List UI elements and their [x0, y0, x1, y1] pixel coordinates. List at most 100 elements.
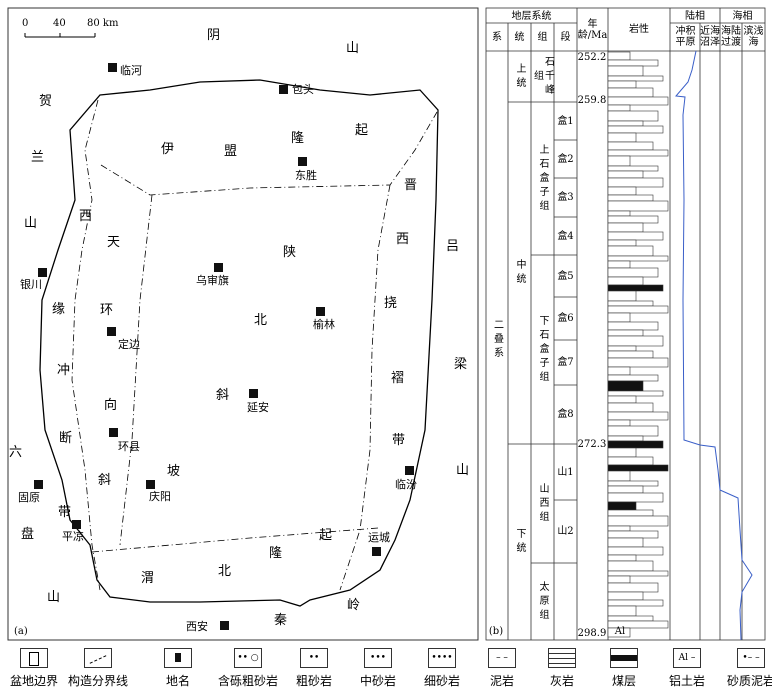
header-system: 系 [492, 31, 502, 43]
region-label-xi1: 西 [396, 232, 410, 247]
place-label: 临汾 [395, 478, 417, 491]
region-label-shan4: 山 [47, 590, 61, 605]
system-permian: 二叠系 [491, 319, 503, 361]
place-label: 庆阳 [149, 490, 171, 503]
region-label-qi2: 起 [319, 528, 333, 543]
header-lithology: 岩性 [629, 23, 649, 35]
lithology-bed [607, 492, 664, 503]
lithology-bed [607, 357, 669, 368]
coal-bed [607, 501, 637, 511]
header-land-facies: 陆相 [685, 10, 705, 22]
member-label: 盒8 [557, 409, 574, 420]
lithology-bed [607, 200, 669, 212]
legend-label: 细砂岩 [423, 674, 460, 688]
structural-boundaries [71, 99, 438, 591]
lithology-bed [607, 345, 637, 352]
member-label: 盒6 [557, 313, 574, 324]
region-label-duan: 断 [59, 431, 73, 446]
lithology-bed [607, 419, 631, 427]
legend-symbol-icon [610, 648, 638, 668]
age-label: 259.8 [577, 94, 607, 106]
member-label: 山1 [557, 466, 574, 478]
region-label-jin: 晋 [404, 178, 418, 193]
region-label-huan: 环 [100, 303, 114, 318]
region-label-he: 贺 [39, 94, 53, 109]
region-label-shan1: 山 [346, 41, 360, 56]
lithology-bed [607, 165, 659, 172]
formation-label: 山西组 [537, 482, 548, 525]
lithology-bed [607, 312, 631, 323]
legend-symbol-icon [20, 648, 48, 668]
lithology-bed [607, 335, 664, 347]
coal-bed [607, 464, 669, 472]
lithology-bed [607, 435, 644, 442]
lithology-bed [607, 425, 659, 437]
legend-item: •••• 细砂岩 [410, 648, 474, 689]
region-label-lan: 兰 [31, 150, 45, 165]
place-label: 银川 [20, 278, 42, 291]
place-marker-icon [372, 547, 381, 556]
lithology-bed [607, 276, 644, 286]
place-marker-icon [316, 307, 325, 316]
place-marker-icon [249, 389, 258, 398]
lithology-bed [607, 260, 631, 269]
header-sea-facies: 海相 [732, 10, 753, 22]
age-label: 272.3 [577, 438, 607, 450]
formation-label: 下石盒子组 [537, 314, 548, 385]
region-label-liang: 梁 [454, 357, 468, 372]
lithology-bed [607, 390, 664, 397]
legend-label: 粗砂岩 [295, 674, 332, 688]
legend-label: 铝土岩 [668, 674, 705, 688]
map-frame [7, 7, 479, 641]
lithology-bed [607, 96, 669, 106]
region-label-yin: 阴 [207, 28, 221, 43]
lithology-bed [607, 177, 664, 188]
region-label-shan2: 山 [24, 216, 38, 231]
legend-symbol-icon: •••• [428, 648, 456, 668]
column-grid [485, 7, 766, 641]
region-label-shan3: 山 [456, 463, 470, 478]
legend-label: 砂质泥岩 [726, 674, 772, 688]
region-label-xiang: 向 [104, 398, 118, 413]
lithology-bed [607, 546, 664, 556]
region-label-yuan: 缘 [52, 302, 66, 317]
place-label: 定边 [118, 338, 140, 351]
lithology-bed [607, 515, 669, 527]
lithology-bed [607, 170, 644, 179]
lithology-bed [607, 530, 659, 539]
panel-label-a: (a) [14, 626, 28, 637]
member-label: 盒2 [557, 153, 574, 165]
place-label: 延安 [247, 401, 269, 414]
member-label: 盒3 [557, 192, 574, 203]
lithology-bed [607, 65, 644, 77]
region-label-xi2: 西 [79, 209, 93, 224]
lithology-bed [607, 350, 654, 359]
region-label-liu: 六 [9, 445, 23, 460]
region-label-yi: 伊 [161, 142, 175, 157]
place-label: 平凉 [62, 530, 84, 543]
lithology-bed [607, 59, 659, 67]
lithology-bed [607, 560, 654, 572]
place-label: 运城 [368, 531, 390, 544]
legend-item: 构造分界线 [66, 648, 130, 689]
lithology-bed [607, 374, 659, 382]
place-label: 乌审旗 [196, 274, 229, 287]
region-label-nao: 挠 [384, 296, 398, 311]
scale-tick: 0 [22, 18, 29, 29]
legend-symbol-icon: Al – [673, 648, 701, 668]
formation-label: 太原组 [537, 580, 548, 623]
place-marker-icon [109, 428, 118, 437]
region-label-bei1: 北 [254, 313, 268, 328]
region-label-lv: 吕 [446, 239, 460, 254]
coal-bed [607, 440, 664, 449]
lithology-bed [607, 575, 631, 584]
legend-label: 灰岩 [549, 674, 574, 688]
lithology-bed [607, 605, 637, 617]
lithology-bed [607, 120, 644, 127]
header-transitional: 海陆过渡 [721, 26, 741, 48]
lithology-bed [607, 305, 669, 314]
header-formation: 组 [537, 31, 548, 43]
lithology-bed [607, 395, 637, 404]
lithology-bed [607, 402, 654, 413]
